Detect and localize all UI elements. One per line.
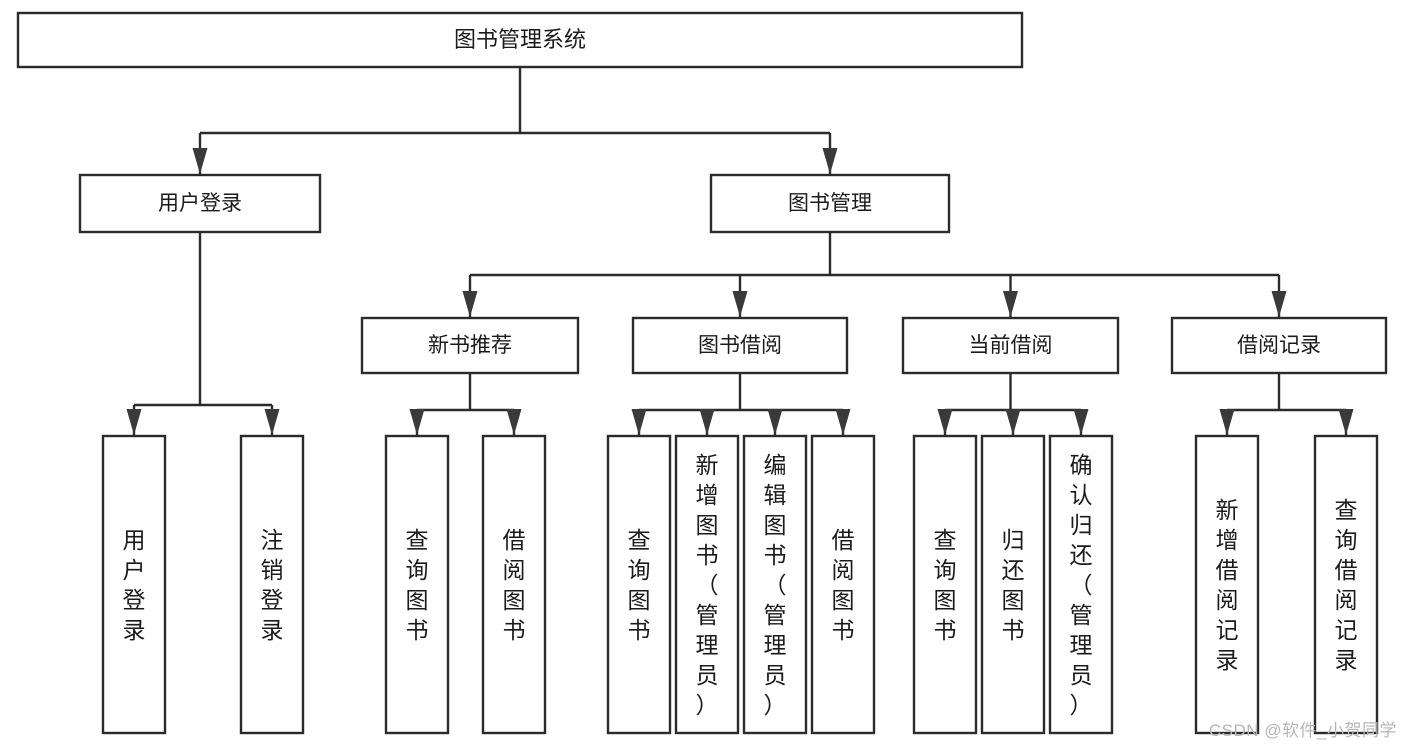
leaf-node-leaf-query-book-3[interactable]: 查询图书: [912, 434, 978, 735]
arrow-head-icon: [767, 409, 783, 435]
level3-node-borrow-record-rect: [1170, 316, 1388, 375]
level3-node-book-borrow-label: 图书借阅: [698, 334, 782, 357]
arrow-head-icon: [1073, 409, 1089, 435]
level3-node-book-borrow[interactable]: 图书借阅: [631, 316, 849, 375]
leaf-node-leaf-user-login-label: 用户登录: [123, 527, 146, 643]
level2-node-book-manage[interactable]: 图书管理: [709, 173, 951, 234]
leaf-node-leaf-query-book-3-rect: [912, 434, 978, 735]
leaf-node-leaf-borrow-book-1-label: 借阅图书: [503, 527, 526, 643]
arrow-head-icon: [631, 409, 647, 435]
arrow-head-icon: [732, 291, 748, 317]
level2-node-user-login-rect: [78, 173, 322, 234]
arrow-head-icon: [506, 409, 522, 435]
leaf-node-leaf-return-book-label: 归还图书: [1002, 527, 1025, 643]
leaf-node-leaf-logout-rect: [239, 434, 305, 735]
arrow-head-icon: [264, 409, 280, 435]
leaf-node-leaf-edit-book-label: 编辑图书（管理员）: [764, 452, 787, 718]
level2-node-user-login[interactable]: 用户登录: [78, 173, 322, 234]
leaf-node-leaf-borrow-book-1-rect: [481, 434, 547, 735]
arrow-head-icon: [1003, 291, 1018, 317]
level3-node-new-book-recommend-label: 新书推荐: [428, 334, 512, 357]
leaf-node-leaf-add-book-label: 新增图书（管理员）: [696, 452, 719, 718]
leaf-node-leaf-add-record[interactable]: 新增借阅记录: [1194, 434, 1260, 735]
leaf-node-leaf-edit-book-rect: [742, 434, 808, 735]
leaf-node-leaf-logout[interactable]: 注销登录: [239, 434, 305, 735]
leaf-node-leaf-add-record-label: 新增借阅记录: [1216, 497, 1239, 673]
level3-node-current-borrow-rect: [901, 316, 1120, 375]
level2-node-book-manage-rect: [709, 173, 951, 234]
leaf-node-leaf-return-book[interactable]: 归还图书: [980, 434, 1046, 735]
level3-node-current-borrow-label: 当前借阅: [969, 334, 1053, 357]
leaf-node-leaf-confirm-return-rect: [1048, 434, 1114, 735]
level3-node-borrow-record[interactable]: 借阅记录: [1170, 316, 1388, 375]
leaf-node-leaf-user-login[interactable]: 用户登录: [101, 434, 167, 735]
leaf-node-leaf-confirm-return[interactable]: 确认归还（管理员）: [1048, 434, 1114, 735]
leaf-node-leaf-query-book-1[interactable]: 查询图书: [384, 434, 450, 735]
leaf-node-leaf-add-book[interactable]: 新增图书（管理员）: [674, 434, 740, 735]
root-node-book-management-system[interactable]: 图书管理系统: [16, 11, 1024, 69]
arrow-head-icon: [822, 148, 838, 174]
connector-lines-layer: [126, 67, 1354, 435]
leaf-node-leaf-query-record[interactable]: 查询借阅记录: [1313, 434, 1379, 735]
leaf-node-leaf-query-book-3-label: 查询图书: [934, 527, 957, 643]
level3-node-book-borrow-rect: [631, 316, 849, 375]
leaf-node-leaf-user-login-rect: [101, 434, 167, 735]
level2-node-book-manage-label: 图书管理: [788, 192, 872, 215]
arrow-head-icon: [699, 409, 715, 435]
leaf-node-leaf-query-book-2-rect: [606, 434, 672, 735]
leaf-node-leaf-add-record-rect: [1194, 434, 1260, 735]
leaf-node-leaf-query-record-label: 查询借阅记录: [1335, 497, 1358, 673]
level3-node-new-book-recommend-rect: [360, 316, 580, 375]
arrow-head-icon: [937, 409, 953, 435]
arrow-head-icon: [1271, 291, 1287, 317]
leaf-node-leaf-borrow-book-2-rect: [810, 434, 876, 735]
leaf-node-leaf-query-record-rect: [1313, 434, 1379, 735]
leaf-node-leaf-confirm-return-label: 确认归还（管理员）: [1070, 452, 1093, 718]
leaf-node-leaf-query-book-1-label: 查询图书: [406, 527, 429, 643]
leaf-node-leaf-query-book-1-rect: [384, 434, 450, 735]
leaf-node-leaf-borrow-book-2-label: 借阅图书: [832, 527, 855, 643]
node-boxes-layer: 图书管理系统用户登录图书管理新书推荐图书借阅当前借阅借阅记录用户登录注销登录查询…: [16, 11, 1388, 735]
arrow-head-icon: [409, 409, 425, 435]
leaf-node-leaf-query-book-2-label: 查询图书: [628, 527, 651, 643]
leaf-node-leaf-borrow-book-2[interactable]: 借阅图书: [810, 434, 876, 735]
leaf-node-leaf-edit-book[interactable]: 编辑图书（管理员）: [742, 434, 808, 735]
arrow-head-icon: [835, 409, 851, 435]
arrow-head-icon: [1005, 409, 1021, 435]
root-node-book-management-system-rect: [16, 11, 1024, 69]
leaf-node-leaf-query-book-2[interactable]: 查询图书: [606, 434, 672, 735]
arrow-head-icon: [1338, 409, 1354, 435]
level2-node-user-login-label: 用户登录: [158, 192, 242, 215]
level3-node-borrow-record-label: 借阅记录: [1237, 334, 1321, 357]
root-node-book-management-system-label: 图书管理系统: [454, 27, 586, 52]
arrow-head-icon: [462, 291, 478, 317]
level3-node-new-book-recommend[interactable]: 新书推荐: [360, 316, 580, 375]
leaf-node-leaf-logout-label: 注销登录: [261, 527, 284, 643]
level3-node-current-borrow[interactable]: 当前借阅: [901, 316, 1120, 375]
arrow-head-icon: [192, 148, 208, 174]
leaf-node-leaf-add-book-rect: [674, 434, 740, 735]
leaf-node-leaf-return-book-rect: [980, 434, 1046, 735]
arrow-head-icon: [1219, 409, 1235, 435]
leaf-node-leaf-borrow-book-1[interactable]: 借阅图书: [481, 434, 547, 735]
arrow-head-icon: [126, 409, 142, 435]
